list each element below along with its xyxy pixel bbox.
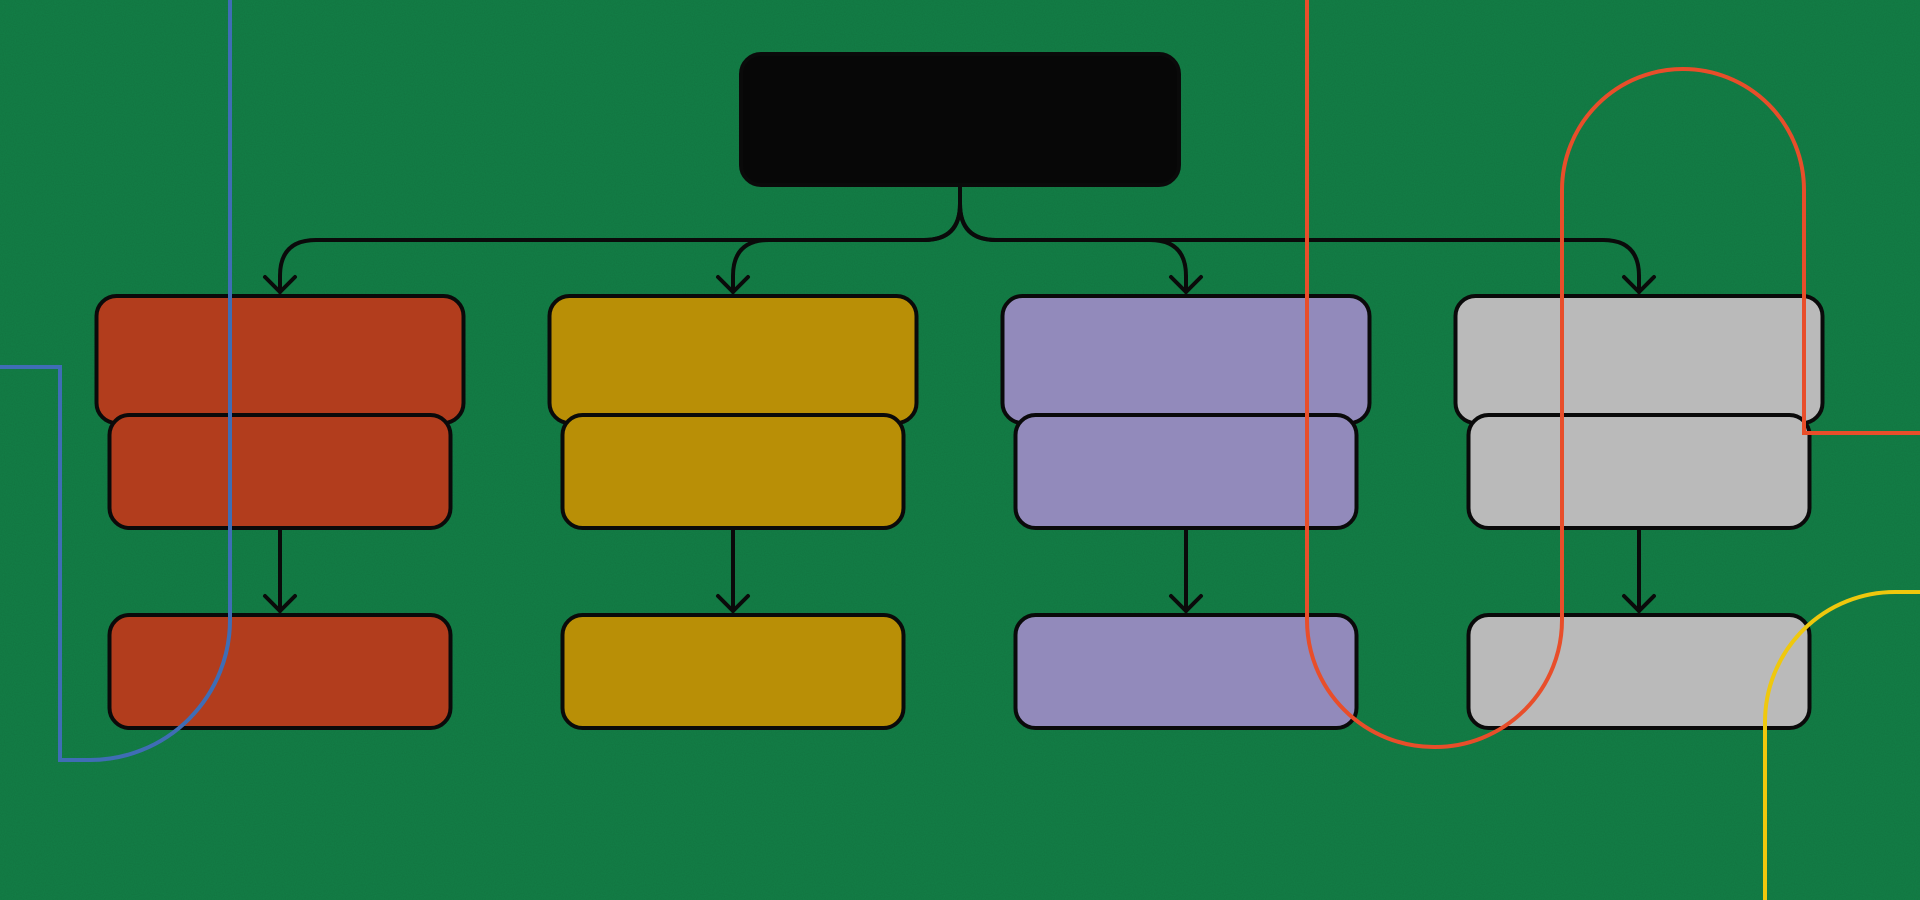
node-col1-row3: [107, 613, 453, 730]
root-node: [739, 52, 1181, 187]
connector-arrowhead: [1622, 594, 1656, 613]
node-col2-row1: [547, 294, 919, 425]
decorative-line-orange: [1305, 0, 1920, 749]
connector-line: [958, 183, 1641, 294]
node-col4-row3: [1466, 613, 1812, 730]
connector-arrowhead: [1169, 594, 1203, 613]
node-col1-row2: [107, 413, 453, 530]
connector-line: [731, 183, 962, 294]
connector-arrowhead: [716, 594, 750, 613]
decorative-line-yellow: [1763, 590, 1920, 900]
node-col4-row2: [1466, 413, 1812, 530]
node-col2-row2: [560, 413, 906, 530]
decorative-line-blue: [0, 0, 232, 762]
connector-arrowhead: [716, 275, 750, 294]
node-col2-row3: [560, 613, 906, 730]
node-col1-row1: [94, 294, 466, 425]
node-col3-row2: [1013, 413, 1359, 530]
nodes: [94, 52, 1825, 730]
connector-arrowhead: [263, 275, 297, 294]
connector-arrowhead: [263, 594, 297, 613]
connector-arrowhead: [1622, 275, 1656, 294]
connector-arrowhead: [1169, 275, 1203, 294]
node-col4-row1: [1453, 294, 1825, 425]
node-col3-row1: [1000, 294, 1372, 425]
node-col3-row3: [1013, 613, 1359, 730]
